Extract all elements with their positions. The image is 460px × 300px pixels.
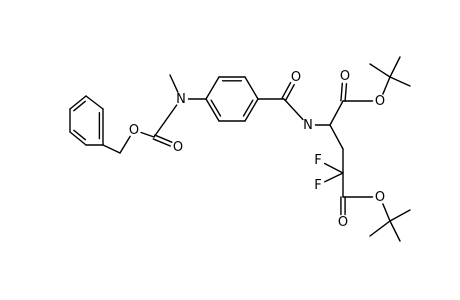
atom-label-N: N — [303, 118, 313, 133]
atom-label-O: O — [338, 215, 348, 230]
atom-f2: F — [311, 178, 325, 193]
bond-tbu1_c-tbu1_m2 — [389, 56, 401, 78]
atom-o_ester2_db: O — [336, 215, 350, 230]
atom-o_ester1_db: O — [338, 69, 352, 84]
atom-label-background — [311, 153, 325, 167]
atom-label-O: O — [291, 70, 301, 85]
atom-label-background — [336, 215, 350, 229]
bond-c_carbamate-o_carbonyl1-b — [154, 134, 173, 143]
bond-ar6-ar1 — [205, 98, 220, 122]
bond-ph2-ph3 — [69, 131, 87, 146]
bond-c_alpha-c_beta — [329, 124, 344, 150]
atom-n_amide: N — [301, 118, 315, 133]
atom-label-background — [373, 94, 387, 108]
bond-ph4-ph5 — [69, 95, 87, 110]
bond-ph5-ph6 — [85, 95, 104, 110]
bond-c_amide-o_amide-b — [281, 81, 292, 99]
atom-label-O: O — [375, 94, 385, 109]
atom-label-O: O — [129, 123, 139, 138]
atom-label-background — [171, 140, 185, 154]
bond-ar3-ar4 — [244, 76, 259, 100]
bond-ar6-ar1-inner — [210, 99, 222, 117]
atom-label-background — [338, 69, 352, 83]
bond-c_alpha-c_ester1 — [329, 100, 344, 126]
bond-c_carbamate-n_carbamate — [153, 104, 178, 138]
bond-c_ester1-o_ester1_db-a — [344, 82, 348, 102]
bond-ph2-ph3-inner — [73, 129, 87, 141]
bond-tbu1_c-tbu1_m1 — [369, 63, 391, 78]
bond-tbu1_c-tbu1_m3 — [389, 76, 411, 87]
atom-o_ester2: O — [373, 190, 387, 205]
bonds-layer — [69, 56, 411, 242]
bond-ch2_benzyl-o_ester — [119, 135, 131, 154]
bond-ar4-ar5-inner — [242, 99, 254, 117]
atom-label-F: F — [314, 178, 321, 193]
atom-o_ester1: O — [373, 94, 387, 109]
bond-tbu2_c-tbu2_m2 — [389, 220, 401, 242]
bond-c_amide-o_amide-a — [285, 83, 295, 101]
bond-tbu2_c-tbu2_m3 — [389, 209, 411, 222]
bond-ph4-ph5-inner — [73, 100, 87, 112]
atom-n_carbamate: N — [174, 92, 188, 107]
bond-c_cf2-f1 — [323, 162, 344, 174]
atom-label-background — [311, 178, 325, 192]
atom-o_amide: O — [289, 70, 303, 85]
atom-label-O: O — [173, 140, 183, 155]
atom-label-O: O — [340, 69, 350, 84]
bond-ar4-ar5 — [244, 98, 259, 122]
atom-label-O: O — [375, 190, 385, 205]
atom-label-F: F — [314, 153, 321, 168]
atom-label-background — [174, 92, 188, 106]
bond-c_amide-n_amide — [283, 98, 304, 121]
bond-ar1-ar2 — [205, 76, 220, 100]
bond-c_carbamate-o_carbonyl1-a — [152, 138, 171, 147]
bond-o_ester1-tbu1_c — [382, 76, 391, 95]
bond-ph1-ch2_benzyl — [102, 144, 121, 154]
atom-label-background — [289, 70, 303, 84]
atom-label-background — [301, 118, 315, 132]
atom-o_carbonyl1: O — [171, 140, 185, 155]
atom-labels-layer: O O N O N O O FF O O — [127, 69, 387, 230]
bond-tbu2_c-tbu2_m1 — [369, 220, 391, 237]
atom-o_ester: O — [127, 123, 141, 138]
atom-label-background — [127, 123, 141, 137]
bond-o_ester2-tbu2_c — [382, 203, 391, 222]
bond-o_ester-c_carbamate — [140, 131, 155, 138]
atom-label-N: N — [176, 92, 186, 107]
bond-c_cf2-f2 — [324, 172, 344, 183]
atom-label-background — [373, 190, 387, 204]
atom-f1: F — [311, 153, 325, 168]
bond-c_ester1-o_ester1_db-b — [340, 82, 344, 102]
bond-n_carbamate-me_n — [169, 74, 179, 93]
